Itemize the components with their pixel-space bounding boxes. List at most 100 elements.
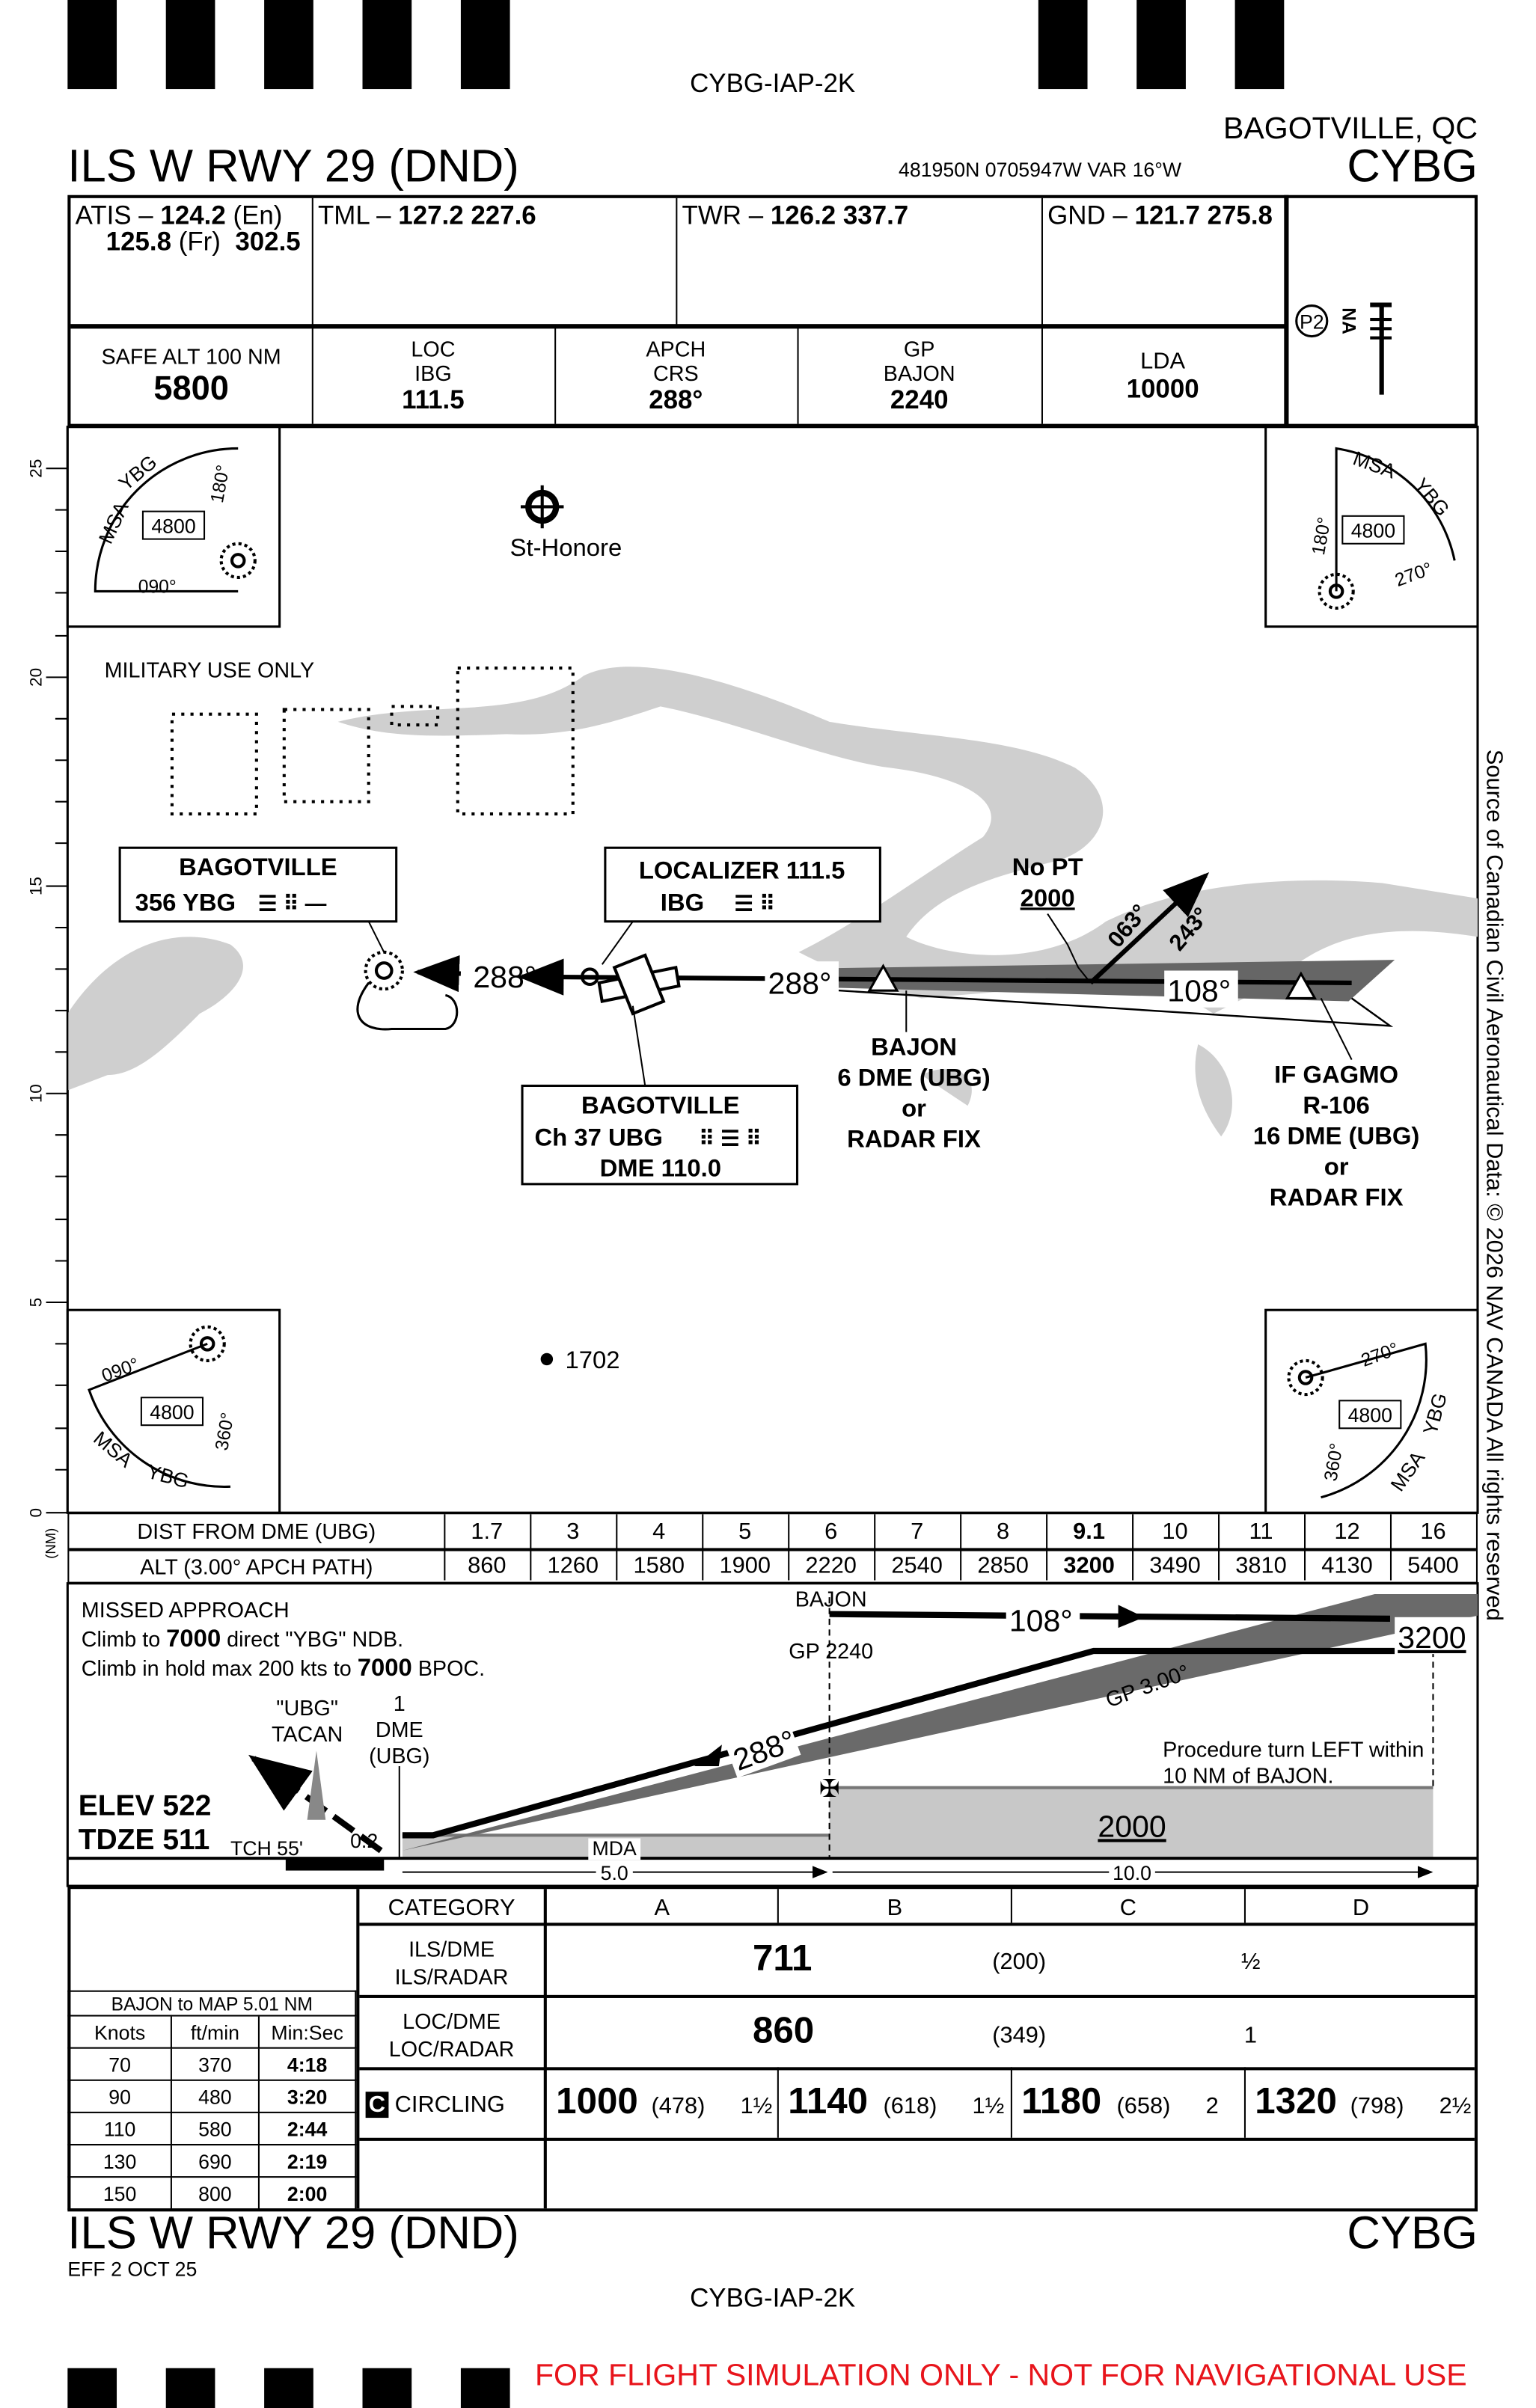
circling-mda: 1180 <box>1021 2080 1102 2123</box>
circling-vis: 1½ <box>972 2093 1005 2120</box>
timing-cell: 110 <box>67 2111 172 2146</box>
bajon-line: RADAR FIX <box>847 1125 981 1153</box>
loc-ident: IBG <box>414 361 452 386</box>
table-divider <box>616 1514 618 1581</box>
atis-en-tag: (En) <box>233 200 283 230</box>
effective-date: EFF 2 OCT 25 <box>67 2257 198 2281</box>
chart-id-bottom: CYBG-IAP-2K <box>690 2283 856 2313</box>
category-c: C <box>1119 1895 1137 1922</box>
dist-cell: 4 <box>652 1519 666 1545</box>
distance-scale <box>46 426 69 1514</box>
timing-cell: 690 <box>170 2143 260 2178</box>
bajon-fix-label: BAJON 6 DME (UBG) or RADAR FIX <box>837 1032 990 1152</box>
dist-cell: 9.1 <box>1073 1519 1105 1545</box>
text: CIRCLING <box>394 2092 505 2119</box>
ndb-icon <box>1318 572 1355 610</box>
glidepath-wedge <box>402 1594 1478 1851</box>
course-288-label: 288° <box>768 966 832 1000</box>
spot-elevation: 1702 <box>566 1346 620 1373</box>
text: ILS/DME <box>409 1936 495 1961</box>
crs-label: CRS <box>652 361 699 386</box>
dme-label: 1 <box>394 1692 406 1716</box>
table-divider <box>1389 1514 1392 1581</box>
copyright-notice: Source of Canadian Civil Aeronautical Da… <box>1481 750 1508 1621</box>
atis-fr-tag: (Fr) <box>178 227 221 257</box>
timing-cell: 150 <box>67 2176 172 2211</box>
distance-0-2: 0.2 <box>350 1830 378 1852</box>
dist-cell: 8 <box>997 1519 1010 1545</box>
tml-label: TML – <box>317 200 391 230</box>
ndb-icon <box>219 542 257 579</box>
alt-cell: 1580 <box>633 1552 685 1579</box>
alt-cell: 5400 <box>1407 1552 1459 1579</box>
category-b: B <box>887 1895 903 1922</box>
msa-top-right: 4800 MSA YBG 180° 270° <box>1264 426 1479 628</box>
tacan-channel: Ch 37 UBG <box>534 1124 662 1151</box>
alt-cell: 2540 <box>891 1552 943 1579</box>
gnd-freqs: 121.7 275.8 <box>1134 200 1273 230</box>
tacan-dme: DME 110.0 <box>600 1154 721 1182</box>
bajon-line: 6 DME (UBG) <box>837 1063 990 1091</box>
msa-altitude: 4800 <box>151 515 195 537</box>
loc-mda: 860 <box>752 2010 815 2052</box>
atis-fr: 125.8 <box>105 227 172 257</box>
gagmo-fix-label: IF GAGMO R-106 16 DME (UBG) or RADAR FIX <box>1253 1060 1420 1210</box>
dist-cell: 5 <box>738 1519 752 1545</box>
table-divider <box>702 1514 704 1581</box>
scale-label: 0 <box>26 1508 45 1518</box>
bajon-line: BAJON <box>871 1032 957 1060</box>
loc-height: (349) <box>992 2022 1047 2049</box>
atis-label: ATIS – <box>75 200 153 230</box>
footer-ident: CYBG <box>1347 2208 1478 2259</box>
circling-label: C CIRCLING <box>365 2092 505 2119</box>
msa-altitude: 4800 <box>150 1401 194 1424</box>
gagmo-line: 16 DME (UBG) <box>1253 1121 1420 1149</box>
military-use-note: MILITARY USE ONLY <box>105 658 315 682</box>
st-honore-label: St-Honore <box>510 533 622 561</box>
timing-cell: 90 <box>67 2079 172 2113</box>
approach-course: APCH CRS 288° <box>554 328 797 423</box>
apch-label: APCH <box>646 336 706 361</box>
circling-badge: C <box>365 2092 389 2119</box>
tacan-label: TACAN <box>272 1723 343 1747</box>
timing-cell: 480 <box>170 2079 260 2113</box>
bajon-label: BAJON <box>795 1587 867 1611</box>
ndb-icon <box>1287 1358 1324 1397</box>
holding-pattern <box>356 981 459 1031</box>
gp-alt: 2240 <box>890 385 949 415</box>
safe-alt-value: 5800 <box>153 369 229 408</box>
tacan-info-box: BAGOTVILLE Ch 37 UBG ⠿ ☰ ⠿ DME 110.0 <box>521 1005 799 1186</box>
text: LOC/RADAR <box>388 2036 515 2062</box>
timing-header: Min:Sec <box>257 2015 357 2049</box>
gp-altitude-label: GP 2240 <box>789 1640 873 1664</box>
msa-bearing: 090° <box>138 577 177 597</box>
alt-cell: 3810 <box>1235 1552 1287 1579</box>
gp-fix: BAJON <box>883 361 955 386</box>
missed-approach-line2: Climb in hold max 200 kts to 7000 BPOC. <box>82 1653 485 1681</box>
landing-distance: LDA 10000 <box>1041 328 1284 423</box>
ils-visibility: ½ <box>1240 1949 1261 1976</box>
category-header: CATEGORY <box>388 1895 515 1922</box>
msa-bottom-right: 4800 270° 360° MSA YBG <box>1264 1308 1479 1514</box>
circling-hat: (618) <box>883 2093 937 2120</box>
dist-cell: 7 <box>911 1519 924 1545</box>
timing-cell: 800 <box>170 2176 260 2211</box>
circling-mda: 1000 <box>556 2080 638 2123</box>
dist-cell: 6 <box>824 1519 838 1545</box>
dist-cell: 3 <box>566 1519 580 1545</box>
tch-label: TCH 55' <box>230 1837 303 1860</box>
timing-title: BAJON to MAP 5.01 NM <box>67 1990 357 2017</box>
lighting-icon: P2 NA <box>1295 302 1392 395</box>
glidepath-info: GP BAJON 2240 <box>798 328 1041 423</box>
alt-cell: 1900 <box>719 1552 771 1579</box>
circling-vis: 2 <box>1205 2093 1219 2120</box>
chart-id-top: CYBG-IAP-2K <box>690 69 856 99</box>
circling-hat: (478) <box>651 2093 706 2120</box>
localizer-info-box: LOCALIZER 111.5 IBG ☰ ⠿ <box>601 846 881 965</box>
table-divider <box>530 1514 532 1581</box>
timing-cell: 2:19 <box>257 2143 357 2178</box>
